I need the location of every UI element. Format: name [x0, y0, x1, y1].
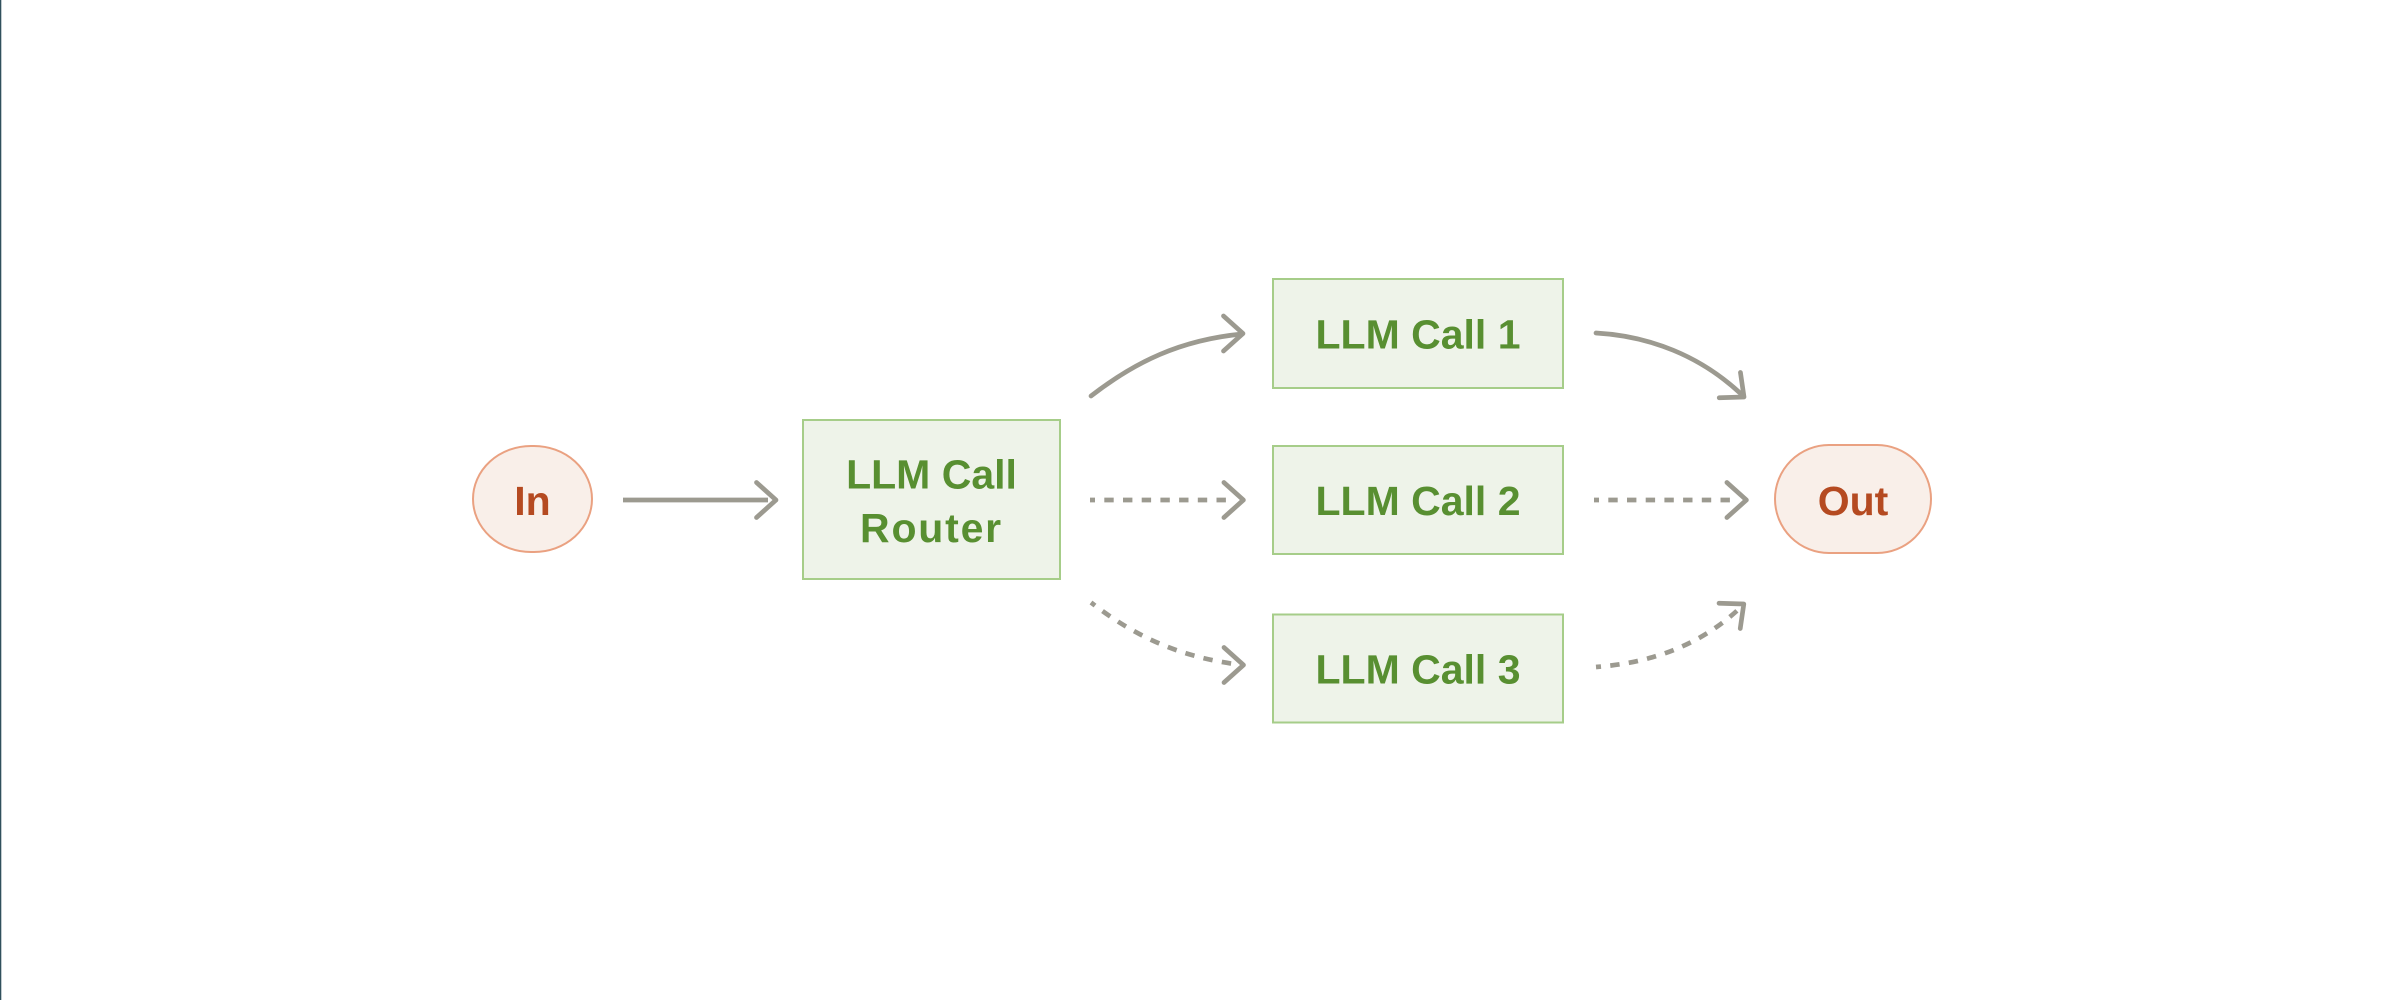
svg-text:In: In — [514, 478, 550, 524]
svg-text:LLM Call 2: LLM Call 2 — [1315, 478, 1520, 524]
svg-text:Out: Out — [1818, 478, 1889, 524]
svg-text:LLM Call 1: LLM Call 1 — [1315, 312, 1520, 358]
svg-text:LLM Call 3: LLM Call 3 — [1315, 647, 1520, 693]
svg-text:Router: Router — [860, 505, 1003, 551]
svg-text:LLM Call: LLM Call — [846, 452, 1017, 498]
